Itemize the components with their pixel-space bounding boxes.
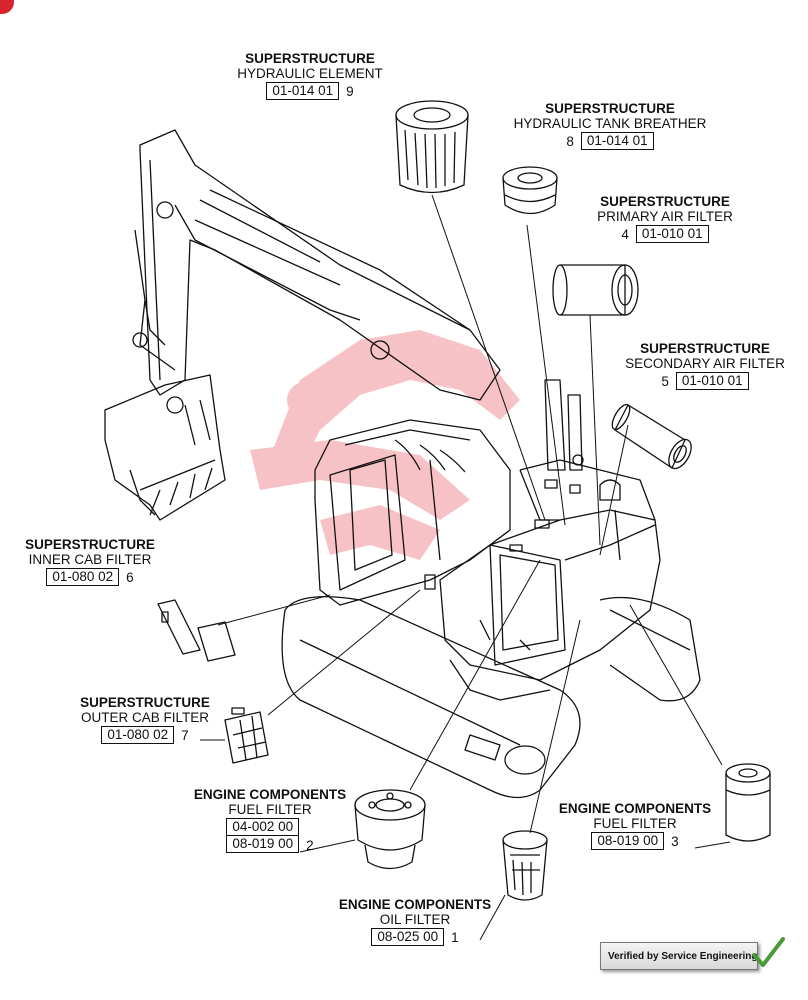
part-fuel-filter-2 xyxy=(354,789,426,870)
part-code: 01-014 01 xyxy=(580,132,654,150)
label-outer-cab-filter: SUPERSTRUCTURE OUTER CAB FILTER 01-080 0… xyxy=(60,695,230,744)
part-code: 01-080 02 xyxy=(46,568,120,586)
part-code: 01-010 01 xyxy=(635,225,709,243)
label-hydraulic-element: SUPERSTRUCTURE HYDRAULIC ELEMENT 01-014 … xyxy=(200,51,420,100)
part-oil-filter xyxy=(502,830,548,901)
part-number: 4 xyxy=(621,226,629,242)
section-title: SUPERSTRUCTURE xyxy=(600,194,730,209)
section-title: ENGINE COMPONENTS xyxy=(558,801,712,816)
part-name: OIL FILTER xyxy=(379,912,451,927)
label-fuel-filter-2: ENGINE COMPONENTS FUEL FILTER 04-002 00 … xyxy=(180,787,360,853)
section-title: SUPERSTRUCTURE xyxy=(640,341,770,356)
section-title: ENGINE COMPONENTS xyxy=(338,897,492,912)
part-name: INNER CAB FILTER xyxy=(28,552,152,567)
part-inner-cab-filter xyxy=(157,599,236,662)
part-fuel-filter-3 xyxy=(725,763,771,842)
boom-arm xyxy=(132,129,501,414)
part-tank-breather xyxy=(502,166,558,215)
label-fuel-filter-3: ENGINE COMPONENTS FUEL FILTER 08-019 00 3 xyxy=(545,801,725,850)
part-primary-air-filter xyxy=(552,264,639,316)
label-oil-filter: ENGINE COMPONENTS OIL FILTER 08-025 00 1 xyxy=(325,897,505,946)
part-code: 01-014 01 xyxy=(266,82,340,100)
section-title: SUPERSTRUCTURE xyxy=(245,51,375,66)
section-title: SUPERSTRUCTURE xyxy=(545,101,675,116)
part-name: FUEL FILTER xyxy=(593,816,677,831)
section-title: SUPERSTRUCTURE xyxy=(80,695,210,710)
watermark-logo xyxy=(250,330,520,560)
part-number: 3 xyxy=(671,833,679,849)
label-secondary-air-filter: SUPERSTRUCTURE SECONDARY AIR FILTER 5 01-… xyxy=(605,341,805,390)
part-number: 1 xyxy=(451,929,459,945)
part-name: FUEL FILTER xyxy=(228,802,312,817)
part-number: 9 xyxy=(346,83,354,99)
part-name: OUTER CAB FILTER xyxy=(80,710,209,725)
part-hydraulic-element xyxy=(395,100,469,194)
part-number: 5 xyxy=(661,373,669,389)
part-name: HYDRAULIC TANK BREATHER xyxy=(513,116,707,131)
part-code: 04-002 00 xyxy=(226,818,300,836)
section-title: SUPERSTRUCTURE xyxy=(25,537,155,552)
part-name: HYDRAULIC ELEMENT xyxy=(237,66,383,81)
part-number: 6 xyxy=(126,569,134,585)
leader-lines xyxy=(200,194,731,941)
label-hydraulic-tank-breather: SUPERSTRUCTURE HYDRAULIC TANK BREATHER 8… xyxy=(490,101,730,150)
bucket xyxy=(104,374,226,521)
verified-badge: Verified by Service Engineering xyxy=(600,942,758,970)
superstructure xyxy=(439,379,661,701)
part-number: 7 xyxy=(181,727,189,743)
part-code: 08-025 00 xyxy=(371,928,445,946)
part-code: 01-080 02 xyxy=(101,726,175,744)
part-number: 2 xyxy=(306,838,314,853)
part-code: 08-019 00 xyxy=(591,832,665,850)
part-outer-cab-filter xyxy=(224,707,269,764)
part-name: SECONDARY AIR FILTER xyxy=(625,356,785,371)
label-primary-air-filter: SUPERSTRUCTURE PRIMARY AIR FILTER 4 01-01… xyxy=(565,194,765,243)
part-code: 01-010 01 xyxy=(675,372,749,390)
part-secondary-air-filter xyxy=(611,403,692,470)
part-name: PRIMARY AIR FILTER xyxy=(597,209,733,224)
section-title: ENGINE COMPONENTS xyxy=(193,787,347,802)
part-code: 08-019 00 xyxy=(226,836,300,853)
checkmark-icon xyxy=(752,937,785,967)
part-number: 8 xyxy=(566,133,574,149)
label-inner-cab-filter: SUPERSTRUCTURE INNER CAB FILTER 01-080 0… xyxy=(5,537,175,586)
